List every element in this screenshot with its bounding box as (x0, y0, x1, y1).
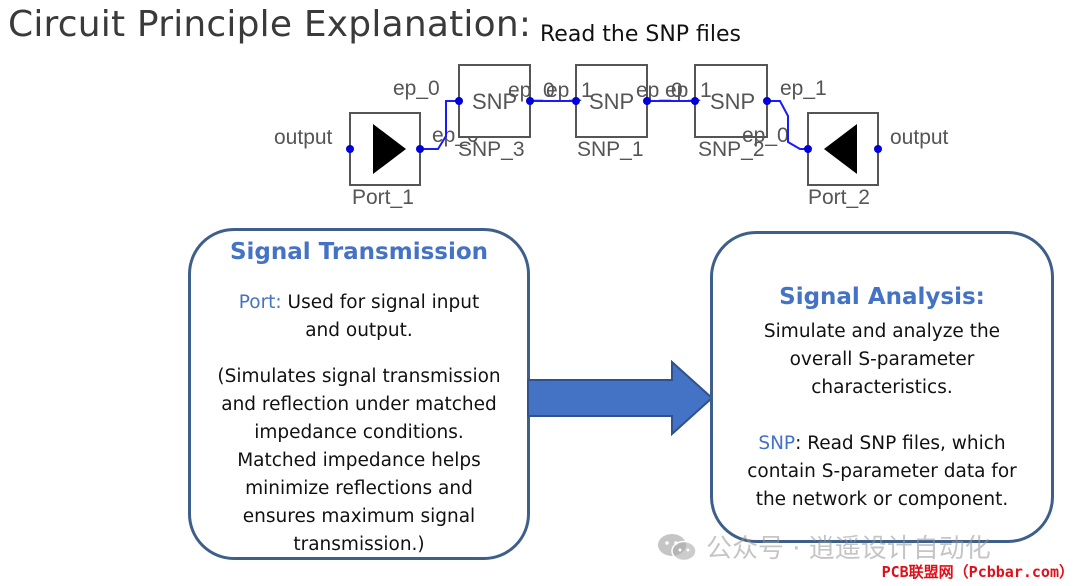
flow-arrow-icon (527, 359, 714, 437)
snp-2-box (694, 64, 768, 138)
analysis-line: characteristics. (811, 377, 953, 398)
snp-3-glyph: SNP (472, 89, 517, 114)
snp-1-left-pin-label: ep_1 (546, 79, 593, 102)
node-snp3-left (455, 97, 463, 105)
wechat-icon-eye (674, 540, 678, 545)
snp-3-right-pin-label: ep_0 (508, 79, 555, 102)
snp-description-line: contain S-parameter data for (747, 461, 1017, 482)
snp-1-box (575, 64, 648, 138)
snp-description-line: the network or component. (755, 489, 1009, 510)
snp-3-left-pin-label: ep_0 (393, 77, 440, 100)
footer-badge: PCB联盟网（Pcbbar.com） (881, 563, 1074, 581)
flow-arrow-shape (527, 359, 714, 437)
snp-2-name-label: SNP_2 (698, 138, 765, 161)
circuit-caption: Read the SNP files (540, 22, 742, 47)
signal-analysis-title: Signal Analysis: (779, 284, 985, 310)
analysis-line: overall S-parameter (789, 349, 975, 370)
wechat-watermark: 公众号 · 逍遥设计自动化 (656, 528, 991, 565)
port-2-triangle-icon (824, 124, 857, 174)
port-1-name-label: Port_1 (352, 186, 414, 209)
wechat-icon-eye (686, 548, 690, 551)
port-description-text: Used for signal input (281, 292, 480, 313)
body-line: Matched impedance helps (237, 450, 481, 471)
body-line: minimize reflections and (245, 478, 473, 499)
transmission-body: (Simulates signal transmission and refle… (207, 363, 511, 559)
wechat-icon-eye (665, 540, 669, 545)
wechat-icon-eye (678, 548, 682, 551)
snp-1-name-label: SNP_1 (577, 138, 644, 161)
node-port2-output (874, 145, 882, 153)
snp-1-glyph: SNP (589, 89, 634, 114)
node-snp2-right (763, 97, 771, 105)
body-line: ensures maximum signal (242, 506, 476, 527)
snp-description: SNP: Read SNP files, which contain S-par… (729, 430, 1035, 514)
port-2-terminal-label: output (890, 126, 949, 149)
snp-2-left-pin-label: ep_1 (665, 79, 712, 102)
snp-2-glyph: SNP (710, 89, 755, 114)
body-line: impedance conditions. (254, 422, 464, 443)
node-port1-pin (416, 145, 424, 153)
body-line: (Simulates signal transmission (217, 366, 501, 387)
watermark-text: 公众号 · 逍遥设计自动化 (706, 534, 991, 564)
node-snp1-right (643, 97, 651, 105)
port-2-name-label: Port_2 (808, 186, 870, 209)
snp-description-text: : Read SNP files, which (795, 433, 1006, 454)
node-snp2-left (691, 97, 699, 105)
snp-3-name-label: SNP_3 (458, 138, 525, 161)
port-2-pin-label: ep_0 (742, 124, 789, 147)
snp-2-right-pin-label: ep_1 (780, 77, 827, 100)
wechat-icon-front-bubble (671, 540, 697, 561)
body-line: and reflection under matched (221, 394, 497, 415)
signal-transmission-title: Signal Transmission (229, 239, 489, 265)
port-1-terminal-label: output (274, 126, 333, 149)
node-port2-pin (804, 145, 812, 153)
wire-port1-snp3 (420, 100, 459, 150)
port-description-line-2: and output. (305, 320, 413, 341)
page-title: Circuit Principle Explanation: (8, 4, 532, 45)
analysis-description: Simulate and analyze the overall S-param… (729, 318, 1035, 402)
wire-snp2-port2 (767, 100, 808, 150)
node-snp3-right (526, 97, 534, 105)
port-label: Port: (238, 292, 282, 313)
snp-description-line-1: SNP: Read SNP files, which (729, 430, 1035, 458)
signal-analysis-card: Signal Analysis: Simulate and analyze th… (710, 231, 1054, 543)
port-description-line-1: Port: Used for signal input (207, 289, 511, 317)
port-1-box (349, 112, 421, 186)
wechat-icon (658, 533, 697, 561)
node-port1-output (346, 145, 354, 153)
signal-transmission-card: Signal Transmission Port: Used for signa… (188, 228, 530, 560)
port-1-triangle-icon (373, 124, 406, 174)
node-snp1-left (572, 97, 580, 105)
body-line: transmission.) (293, 534, 425, 555)
snp-1-right-pin-label: ep_0 (636, 79, 683, 102)
analysis-line: Simulate and analyze the (763, 321, 1001, 342)
circuit-schematic: output Port_1 ep_0 SNP SNP_3 ep_0 ep_0 S… (274, 64, 949, 209)
snp-label: SNP (758, 433, 796, 454)
port-description: Port: Used for signal input and output. (207, 289, 511, 345)
